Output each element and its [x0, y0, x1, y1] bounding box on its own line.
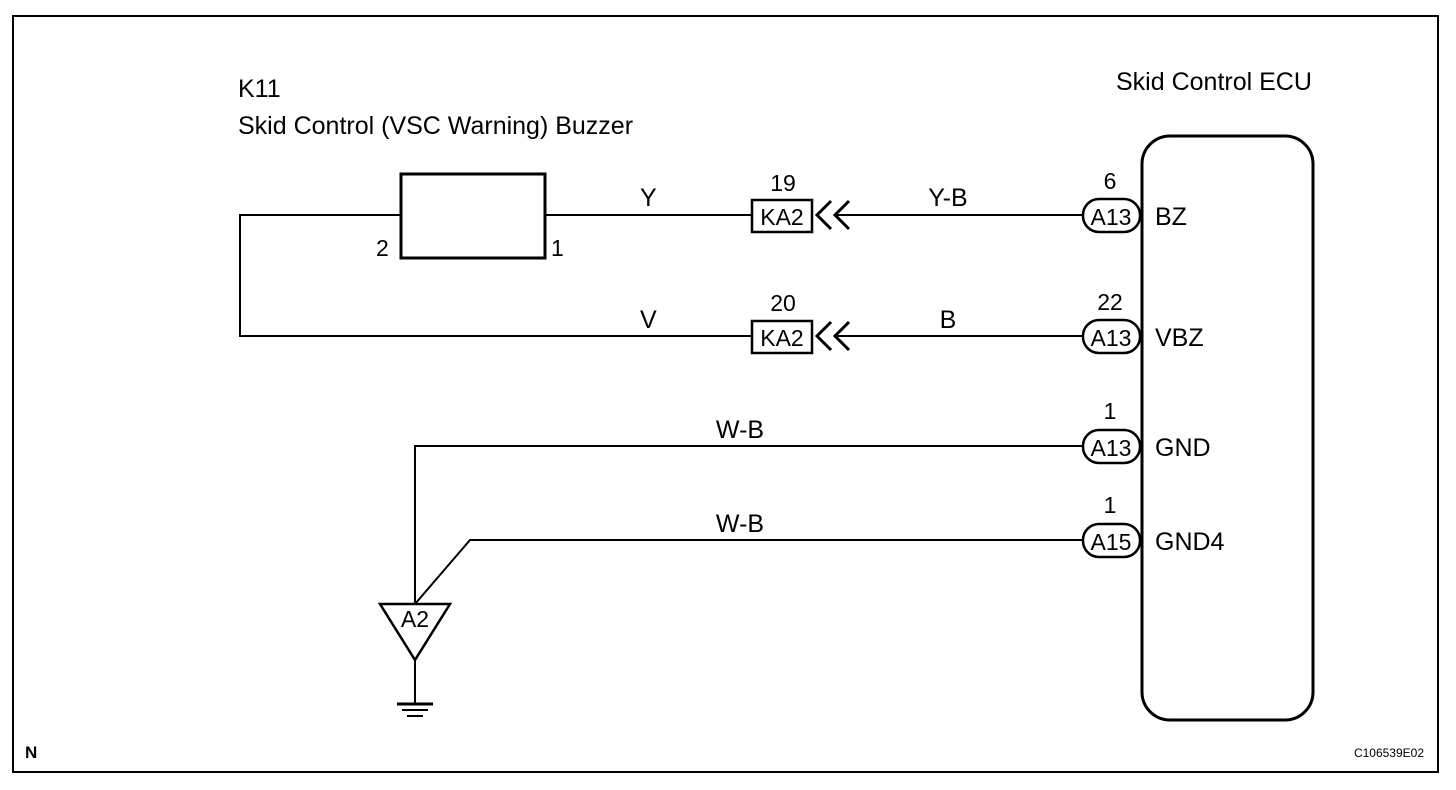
junction-pin: 20: [770, 290, 796, 316]
ecu-connector-label: A13: [1091, 325, 1132, 351]
buzzer-pin-2: 2: [376, 235, 389, 261]
wire-w-b: [414, 539, 1083, 605]
junction-label: KA2: [760, 204, 803, 230]
ground-point-triangle: [377, 602, 453, 663]
corner-mark: N: [25, 743, 37, 762]
ground-icon: [397, 702, 433, 717]
wire-label-y-b: Y-B: [928, 184, 967, 212]
figure-code: C106539E02: [1354, 746, 1424, 760]
buzzer-pin-1: 1: [551, 235, 564, 261]
ecu-body: [1140, 134, 1315, 722]
wire-label-y: Y: [640, 184, 657, 212]
ecu-pin-number: 22: [1097, 289, 1123, 315]
buzzer-body: [399, 172, 547, 260]
chevron-icon: [814, 320, 833, 352]
circuit-vbz: V KA2 20 B A13 22 VBZ: [640, 289, 1204, 355]
wire-label-w-b: W-B: [716, 510, 764, 538]
wire-v: [239, 214, 752, 337]
ecu-connector-a13-22: [1081, 318, 1142, 355]
junction-connector-ka2-20: [750, 319, 814, 355]
ecu-connector-a13-1: [1081, 428, 1142, 465]
ecu-connector-a15-1: [1081, 522, 1142, 559]
ecu-connector-label: A13: [1091, 204, 1132, 230]
circuit-gnd4: W-B A15 1 GND4: [414, 492, 1225, 605]
ecu-connector-label: A15: [1091, 529, 1132, 555]
junction-label: KA2: [760, 325, 803, 351]
wire-label-v: V: [640, 306, 657, 334]
chevron-icon: [814, 199, 833, 231]
junction-pin: 19: [770, 170, 796, 196]
wire-w-b: [414, 445, 1083, 604]
ecu-pin-number: 6: [1104, 168, 1117, 194]
ecu-connector-label: A13: [1091, 435, 1132, 461]
signal-vbz: VBZ: [1155, 324, 1204, 352]
ecu-connector-a13-6: [1081, 197, 1142, 234]
ground-point-label: A2: [401, 606, 429, 632]
circuit-bz: Y KA2 19 Y-B A13 6 BZ: [545, 168, 1187, 234]
diagram-frame: [12, 15, 1439, 773]
signal-bz: BZ: [1155, 203, 1187, 231]
wire-label-w-b: W-B: [716, 416, 764, 444]
signal-gnd: GND: [1155, 434, 1211, 462]
signal-gnd4: GND4: [1155, 528, 1225, 556]
junction-connector-ka2-19: [750, 198, 814, 234]
circuit-gnd: W-B A13 1 GND: [414, 398, 1211, 604]
buzzer-code: K11: [238, 75, 281, 103]
ground-point: A2: [377, 602, 453, 703]
ecu-pin-number: 1: [1104, 398, 1117, 424]
ecu-name: Skid Control ECU: [1116, 68, 1312, 96]
wire-label-b: B: [940, 306, 957, 334]
buzzer-name: Skid Control (VSC Warning) Buzzer: [238, 112, 633, 140]
ecu-pin-number: 1: [1104, 492, 1117, 518]
